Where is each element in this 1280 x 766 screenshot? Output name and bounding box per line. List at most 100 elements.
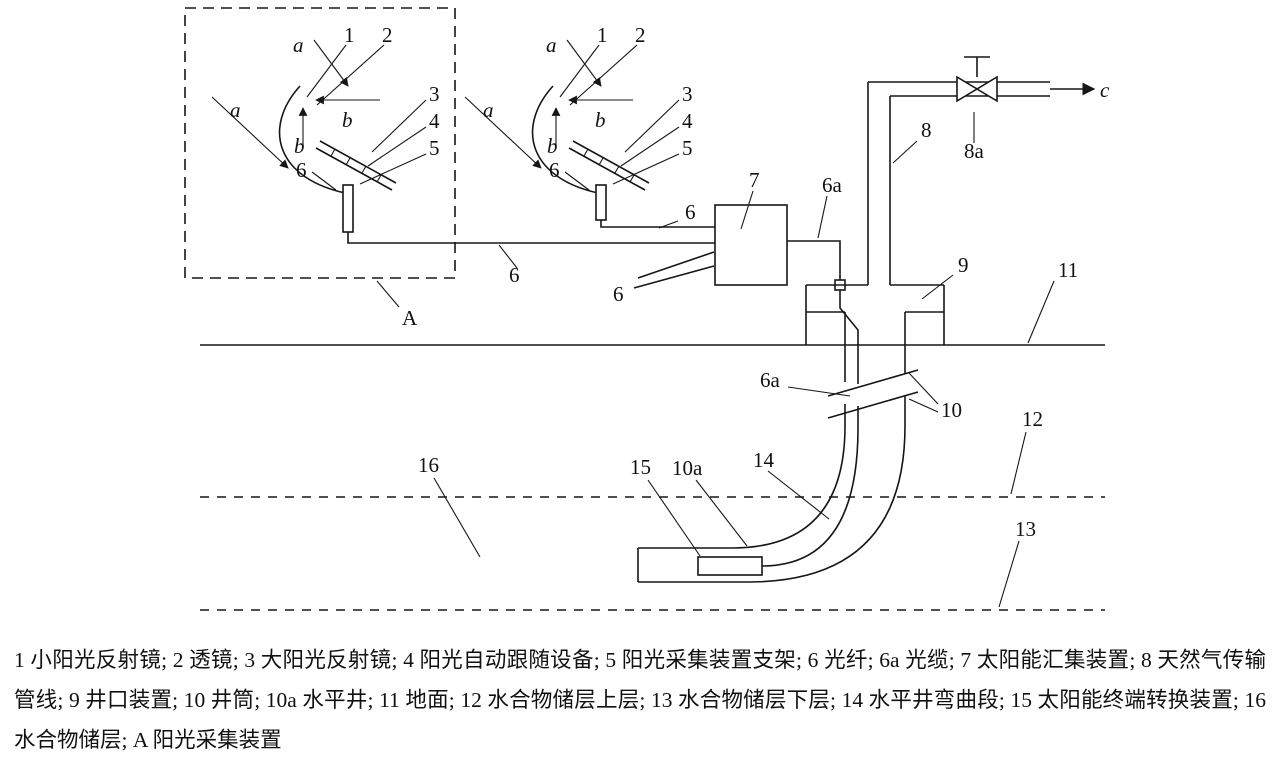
label-b-horizontal: b — [342, 108, 353, 132]
support-post — [595, 184, 607, 221]
hatch-tick — [583, 148, 589, 157]
casing-left-curve — [638, 404, 846, 549]
collection-device-boundary-A: A — [184, 7, 456, 330]
hatch-tick — [614, 165, 620, 174]
label-2: 2 — [635, 23, 646, 47]
label-4-leader — [367, 126, 427, 167]
ground-line-11: 11 — [200, 258, 1105, 346]
label-2: 2 — [382, 23, 393, 47]
parabolic-dish — [278, 85, 351, 195]
label-6: 6 — [296, 158, 307, 182]
label-6-main-leader — [498, 244, 518, 269]
label-15: 15 — [630, 455, 651, 479]
label-4: 4 — [682, 109, 693, 133]
cable-line-wellhead — [839, 290, 859, 384]
cable-line-top — [787, 240, 841, 280]
sun-ray-a-side — [464, 96, 542, 169]
label-12: 12 — [1022, 407, 1043, 431]
label-5-leader — [359, 153, 427, 185]
label-12-leader — [1010, 431, 1027, 495]
support-post — [342, 184, 354, 233]
wellhead-9: 9 — [805, 253, 969, 345]
label-A-leader — [376, 280, 400, 308]
label-8-leader — [892, 140, 918, 164]
label-6a-well-leader — [787, 386, 851, 397]
fiber-fan-line — [637, 251, 715, 279]
label-1-leader — [559, 44, 600, 98]
sun-ray-a-top — [313, 39, 349, 87]
fiber-fan-line — [633, 265, 715, 289]
label-10-leader-upper — [908, 372, 939, 405]
label-13: 13 — [1015, 517, 1036, 541]
flat-mirror-top — [572, 140, 650, 184]
casing-right-curve — [638, 396, 906, 583]
solar-collector-unit-1: 1 2 3 4 5 a a b b 6 — [211, 23, 440, 233]
label-10: 10 — [941, 398, 962, 422]
label-15-leader — [647, 479, 701, 557]
hatch-tick — [345, 157, 351, 166]
label-14: 14 — [753, 448, 775, 472]
break-slant-upper — [827, 369, 919, 397]
label-6-main: 6 — [509, 263, 520, 287]
label-6a-top-leader — [817, 195, 828, 239]
hatch-tick — [598, 157, 604, 166]
label-6: 6 — [549, 158, 560, 182]
label-a-top: a — [293, 33, 304, 57]
label-7: 7 — [749, 168, 760, 192]
label-9: 9 — [958, 253, 969, 277]
label-1-leader — [306, 44, 347, 98]
label-5: 5 — [429, 136, 440, 160]
concentrator-box — [714, 204, 788, 286]
label-a-top: a — [546, 33, 557, 57]
label-b-horizontal: b — [595, 108, 606, 132]
label-3-leader — [624, 99, 680, 153]
fiber-line-upper — [600, 220, 715, 228]
label-10a-leader — [695, 479, 748, 547]
cable-in-well — [761, 406, 859, 567]
label-6-leader — [311, 171, 337, 191]
label-16: 16 — [418, 453, 439, 477]
label-10-leader-lower — [908, 398, 939, 413]
figure-caption: 1 小阳光反射镜; 2 透镜; 3 大阳光反射镜; 4 阳光自动跟随设备; 5 … — [14, 648, 1266, 752]
label-2-leader — [569, 44, 638, 106]
label-1: 1 — [597, 23, 608, 47]
label-5: 5 — [682, 136, 693, 160]
valve-8a: 8a — [956, 56, 998, 163]
sun-ray-a-side — [211, 96, 289, 169]
label-c: c — [1100, 78, 1110, 102]
hatch-tick — [629, 174, 635, 183]
label-6-leader — [564, 171, 590, 191]
solar-collector-unit-2: 1 2 3 4 5 a a b b 6 — [464, 23, 693, 221]
label-3: 3 — [429, 82, 440, 106]
wellbore-10: 10 14 10a 15 16 — [418, 345, 962, 583]
label-3-leader — [371, 99, 427, 153]
optical-fibers: 6 6 6 — [347, 200, 715, 306]
hatch-tick — [330, 148, 336, 157]
label-14-leader — [767, 470, 830, 520]
label-4-leader — [620, 126, 680, 167]
label-8a: 8a — [964, 139, 985, 163]
label-16-leader — [433, 477, 481, 558]
valve-triangle-right — [975, 75, 998, 103]
label-10a: 10a — [672, 456, 703, 480]
label-a-side: a — [230, 98, 241, 122]
break-slant-lower — [827, 391, 919, 419]
label-6a-well: 6a — [760, 368, 781, 392]
sun-ray-a-top — [566, 39, 602, 87]
hatch-tick — [376, 174, 382, 183]
label-6-fan: 6 — [613, 282, 624, 306]
flat-mirror-bottom — [315, 147, 393, 191]
parabolic-dish — [531, 85, 604, 195]
gas-pipeline-8: c 8 — [867, 78, 1110, 285]
flat-mirror-bottom — [568, 147, 646, 191]
solar-concentrator-box-7: 7 — [714, 168, 788, 286]
terminal-converter-15 — [697, 556, 763, 576]
label-6-upper-leader — [658, 220, 679, 229]
dashed-box — [184, 7, 456, 279]
label-6-upper: 6 — [685, 200, 696, 224]
label-A: A — [402, 306, 418, 330]
label-b-vertical: b — [547, 134, 558, 158]
label-2-leader — [316, 44, 385, 106]
label-11-leader — [1027, 280, 1055, 344]
